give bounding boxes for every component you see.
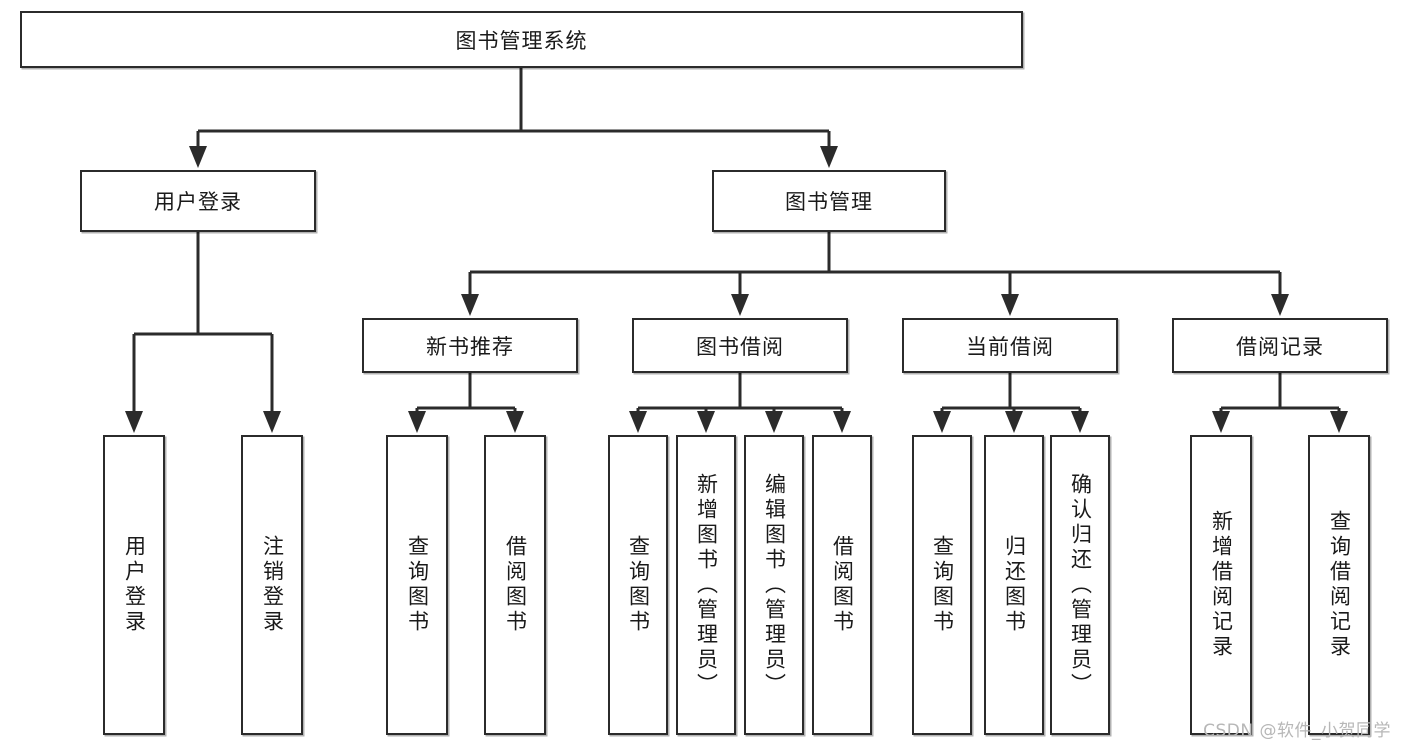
node-book-borrow[interactable]: 图书借阅 bbox=[632, 318, 848, 373]
node-label-leaf-query-book-borrow: 查询图书 bbox=[626, 535, 651, 635]
arrowhead-user-login-0 bbox=[125, 411, 143, 433]
node-leaf-query-book-cur[interactable]: 查询图书 bbox=[912, 435, 972, 735]
node-book-manage[interactable]: 图书管理 bbox=[712, 170, 946, 232]
node-label-leaf-user-login: 用户登录 bbox=[122, 535, 147, 635]
node-label-leaf-borrow-book: 借阅图书 bbox=[830, 535, 855, 635]
watermark: CSDN @软件_小贺同学 bbox=[1203, 721, 1391, 741]
node-leaf-return-book[interactable]: 归还图书 bbox=[984, 435, 1044, 735]
arrowhead-new-book-recommend-0 bbox=[408, 411, 426, 433]
node-label-user-login: 用户登录 bbox=[154, 190, 242, 214]
node-new-book-recommend[interactable]: 新书推荐 bbox=[362, 318, 578, 373]
node-label-leaf-return-book: 归还图书 bbox=[1002, 535, 1027, 635]
node-leaf-logout[interactable]: 注销登录 bbox=[241, 435, 303, 735]
arrowhead-current-borrow-1 bbox=[1005, 411, 1023, 433]
node-leaf-borrow-book[interactable]: 借阅图书 bbox=[812, 435, 872, 735]
arrowhead-current-borrow-2 bbox=[1071, 411, 1089, 433]
node-leaf-query-book-borrow[interactable]: 查询图书 bbox=[608, 435, 668, 735]
node-label-leaf-add-record: 新增借阅记录 bbox=[1209, 510, 1234, 660]
node-label-leaf-query-record: 查询借阅记录 bbox=[1327, 510, 1352, 660]
arrowhead-book-manage-2 bbox=[1001, 294, 1019, 316]
node-label-book-borrow: 图书借阅 bbox=[696, 334, 784, 359]
node-leaf-add-book[interactable]: 新增图书（管理员） bbox=[676, 435, 736, 735]
arrowhead-user-login-1 bbox=[263, 411, 281, 433]
node-root[interactable]: 图书管理系统 bbox=[20, 11, 1023, 68]
arrowhead-borrow-record-0 bbox=[1212, 411, 1230, 433]
arrowhead-root-0 bbox=[189, 146, 207, 168]
arrowhead-borrow-record-1 bbox=[1330, 411, 1348, 433]
node-label-leaf-edit-book: 编辑图书（管理员） bbox=[762, 472, 787, 698]
arrowhead-root-1 bbox=[820, 146, 838, 168]
arrowhead-book-borrow-1 bbox=[697, 411, 715, 433]
arrowhead-book-borrow-3 bbox=[833, 411, 851, 433]
arrowhead-current-borrow-0 bbox=[933, 411, 951, 433]
node-label-leaf-query-book-cur: 查询图书 bbox=[930, 535, 955, 635]
node-leaf-query-book-rec[interactable]: 查询图书 bbox=[386, 435, 448, 735]
node-label-book-manage: 图书管理 bbox=[785, 190, 873, 214]
node-leaf-add-record[interactable]: 新增借阅记录 bbox=[1190, 435, 1252, 735]
node-label-leaf-confirm-return: 确认归还（管理员） bbox=[1068, 472, 1093, 698]
node-leaf-confirm-return[interactable]: 确认归还（管理员） bbox=[1050, 435, 1110, 735]
node-leaf-query-record[interactable]: 查询借阅记录 bbox=[1308, 435, 1370, 735]
node-borrow-record[interactable]: 借阅记录 bbox=[1172, 318, 1388, 373]
arrowhead-book-manage-0 bbox=[461, 294, 479, 316]
node-label-root: 图书管理系统 bbox=[455, 28, 588, 53]
arrowhead-book-manage-3 bbox=[1271, 294, 1289, 316]
node-label-leaf-add-book: 新增图书（管理员） bbox=[694, 472, 719, 698]
node-label-borrow-record: 借阅记录 bbox=[1236, 334, 1324, 359]
node-label-leaf-logout: 注销登录 bbox=[260, 535, 285, 635]
node-label-leaf-query-book-rec: 查询图书 bbox=[405, 535, 430, 635]
arrowhead-new-book-recommend-1 bbox=[506, 411, 524, 433]
node-leaf-user-login[interactable]: 用户登录 bbox=[103, 435, 165, 735]
node-user-login[interactable]: 用户登录 bbox=[80, 170, 316, 232]
node-leaf-borrow-book-rec[interactable]: 借阅图书 bbox=[484, 435, 546, 735]
node-leaf-edit-book[interactable]: 编辑图书（管理员） bbox=[744, 435, 804, 735]
arrowhead-book-borrow-2 bbox=[765, 411, 783, 433]
node-label-new-book-recommend: 新书推荐 bbox=[426, 334, 514, 359]
node-label-current-borrow: 当前借阅 bbox=[966, 334, 1054, 359]
node-label-leaf-borrow-book-rec: 借阅图书 bbox=[503, 535, 528, 635]
node-current-borrow[interactable]: 当前借阅 bbox=[902, 318, 1118, 373]
arrowhead-book-borrow-0 bbox=[629, 411, 647, 433]
arrowhead-book-manage-1 bbox=[731, 294, 749, 316]
